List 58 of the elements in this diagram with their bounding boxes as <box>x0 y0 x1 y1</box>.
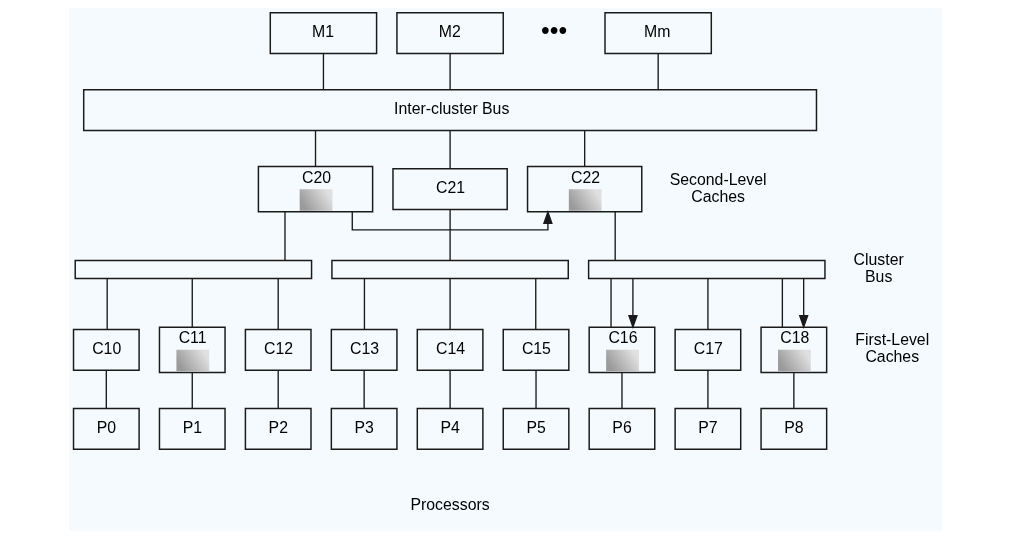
node-box: M2 <box>395 12 504 55</box>
node-bar <box>74 259 312 280</box>
connector <box>322 53 324 91</box>
connector <box>362 369 365 410</box>
node-box: C17 <box>673 328 741 371</box>
connector <box>620 372 623 410</box>
label: Cluster Bus <box>853 251 904 286</box>
connector <box>534 278 536 331</box>
connector <box>706 369 709 410</box>
node-box: Inter-cluster Bus <box>82 88 817 132</box>
connector <box>657 53 659 91</box>
node-box: M1 <box>269 12 377 55</box>
node-bar <box>330 259 569 280</box>
node-box: C14 <box>416 328 484 371</box>
arrow <box>798 278 809 330</box>
label: Second-Level Caches <box>669 170 766 205</box>
connector <box>706 278 709 331</box>
label: First-Level Caches <box>854 331 929 366</box>
connector <box>583 129 585 168</box>
connector <box>106 278 108 331</box>
node-box: P2 <box>244 407 312 451</box>
connector <box>105 369 107 410</box>
node-box: P0 <box>72 407 140 451</box>
arrow <box>627 278 638 330</box>
label: Processors <box>410 496 490 514</box>
node-box: P7 <box>673 407 741 451</box>
connector <box>283 211 286 261</box>
connector <box>792 372 795 410</box>
node-box: C15 <box>502 328 570 371</box>
connector <box>448 209 451 261</box>
node-box: C10 <box>72 328 140 371</box>
arrow <box>351 209 553 231</box>
node-box: P3 <box>330 407 398 451</box>
connector <box>277 278 279 331</box>
connector <box>781 278 783 328</box>
connector <box>534 369 537 410</box>
node-box: C21 <box>391 168 508 211</box>
connector <box>448 369 451 410</box>
node-box: P1 <box>158 407 226 451</box>
connector <box>448 53 451 91</box>
connector <box>448 129 451 170</box>
connector <box>448 278 451 331</box>
connector <box>609 278 612 328</box>
connector <box>614 211 616 261</box>
node-box: P6 <box>587 407 655 451</box>
connector <box>363 278 365 331</box>
connector <box>277 369 279 410</box>
node-box: P8 <box>759 407 827 451</box>
node-box: C12 <box>244 328 312 371</box>
connector <box>314 129 316 168</box>
connector <box>191 278 193 328</box>
node-box: C13 <box>330 328 398 371</box>
node-box: P5 <box>502 407 570 451</box>
node-box: Mm <box>603 12 712 55</box>
node-box: P4 <box>416 407 484 451</box>
connector <box>191 372 193 410</box>
label: ••• <box>540 16 567 45</box>
node-bar <box>587 259 826 280</box>
